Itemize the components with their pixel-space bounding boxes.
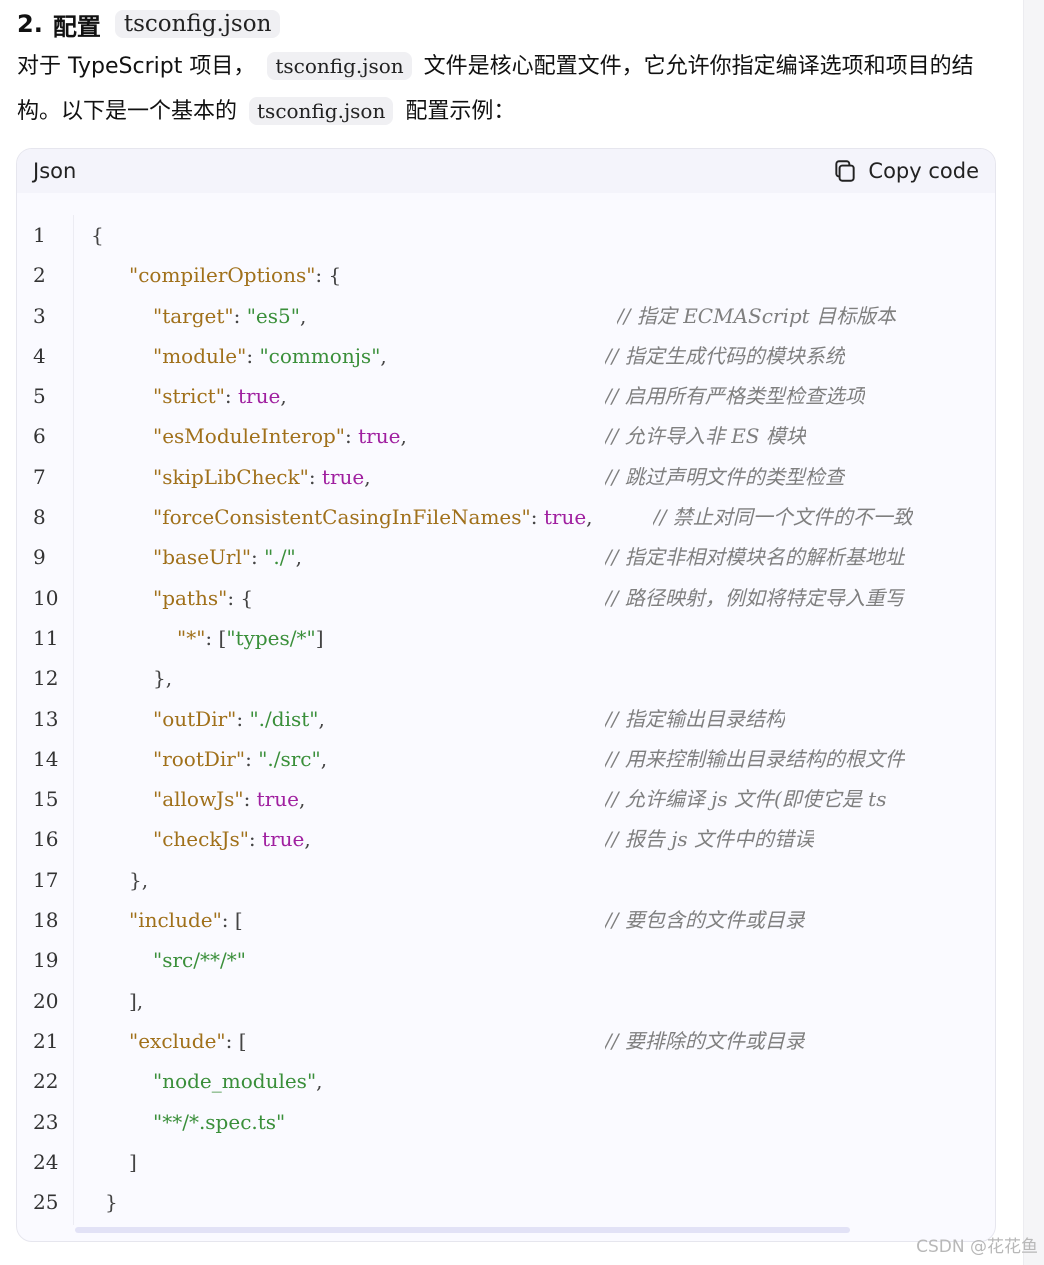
line-number: 24 [33,1149,59,1174]
code-line: 16"checkJs": true,// 报告 js 文件中的错误 [17,819,995,859]
code-line: 10"paths": {// 路径映射，例如将特定导入重写 [17,578,995,618]
code-comment: // 禁止对同一个文件的不一致 [653,505,913,530]
code-comment: // 路径映射，例如将特定导入重写 [605,585,905,610]
line-number: 1 [33,223,46,247]
code-line: 18"include": [// 要包含的文件或目录 [17,900,995,940]
line-number: 13 [33,706,59,731]
code-block: Json Copy code 1{ 2"compilerOptions": { … [16,148,996,1242]
code-line: 22"node_modules", [17,1061,995,1101]
code-comment: // 启用所有严格类型检查选项 [605,384,865,409]
heading-number: 2. [17,10,43,38]
line-number-gutter [17,215,74,1225]
code-line: 1{ [17,215,995,255]
heading-inline-code: tsconfig.json [114,10,281,38]
code-line: 15"allowJs": true,// 允许编译 js 文件(即使它是 ts [17,779,995,819]
code-comment: // 指定生成代码的模块系统 [605,343,845,368]
line-number: 19 [33,948,59,973]
code-language-label: Json [33,159,77,183]
line-number: 7 [33,464,46,489]
code-comment: // 允许编译 js 文件(即使它是 ts [605,787,887,812]
copy-icon [835,160,856,182]
code-comment: // 指定非相对模块名的解析基地址 [605,545,905,570]
horizontal-scrollbar[interactable] [75,1227,850,1233]
code-line: 3"target": "es5",// 指定 ECMAScript 目标版本 [17,296,995,336]
copy-code-button[interactable]: Copy code [832,158,979,184]
line-number: 18 [33,908,59,933]
page-right-margin [1023,0,1044,1265]
paragraph-inline-code-2: tsconfig.json [249,97,394,125]
line-number: 17 [33,867,59,892]
line-number: 14 [33,746,59,771]
code-line: 20], [17,981,995,1021]
code-line: 11"*": ["types/*"] [17,618,995,658]
code-line: 8"forceConsistentCasingInFileNames": tru… [17,497,995,537]
code-comment: // 要包含的文件或目录 [605,908,805,933]
line-number: 25 [33,1190,59,1215]
line-number: 6 [33,424,46,449]
line-number: 11 [33,625,59,650]
code-line: 13"outDir": "./dist",// 指定输出目录结构 [17,699,995,739]
code-line: 5"strict": true,// 启用所有严格类型检查选项 [17,376,995,416]
line-number: 21 [33,1028,59,1053]
code-line: 19"src/**/*" [17,940,995,980]
code-line: 21"exclude": [// 要排除的文件或目录 [17,1021,995,1061]
code-comment: // 指定输出目录结构 [605,706,785,731]
code-line: 9"baseUrl": "./",// 指定非相对模块名的解析基地址 [17,537,995,577]
line-number: 8 [33,505,46,530]
code-line: 2"compilerOptions": { [17,255,995,295]
line-number: 3 [33,303,46,328]
copy-code-label: Copy code [868,159,979,183]
code-line: 17}, [17,860,995,900]
code-line: 4"module": "commonjs",// 指定生成代码的模块系统 [17,336,995,376]
code-line: 7"skipLibCheck": true,// 跳过声明文件的类型检查 [17,457,995,497]
code-comment: // 要排除的文件或目录 [605,1028,805,1053]
line-number: 4 [33,343,46,368]
code-comment: // 指定 ECMAScript 目标版本 [617,303,897,328]
code-comment: // 允许导入非 ES 模块 [605,424,806,449]
code-comment: // 报告 js 文件中的错误 [605,827,815,852]
line-number: 15 [33,787,59,812]
code-comment: // 跳过声明文件的类型检查 [605,464,845,489]
line-number: 22 [33,1069,59,1094]
code-comment: // 用来控制输出目录结构的根文件 [605,746,905,771]
code-content: 1{ 2"compilerOptions": { 3"target": "es5… [17,215,995,1225]
paragraph-text-2: 文件是核心配置文件，它允许你指定编译选项和项目的结构。以下是一个基本的 [17,54,974,124]
code-line: 23"**/*.spec.ts" [17,1102,995,1142]
section-heading: 2. 配置 tsconfig.json [17,4,281,44]
paragraph-text-3: 配置示例： [405,99,516,124]
line-number: 5 [33,384,46,409]
code-line: 14"rootDir": "./src",// 用来控制输出目录结构的根文件 [17,739,995,779]
line-number: 16 [33,827,59,852]
line-number: 9 [33,545,46,570]
line-number: 2 [33,263,46,288]
paragraph-inline-code-1: tsconfig.json [267,52,412,80]
code-line: 12}, [17,658,995,698]
line-number: 10 [33,585,59,610]
heading-title: 配置 [52,12,101,41]
watermark: CSDN @花花鱼 [916,1237,1038,1257]
code-line: 24] [17,1142,995,1182]
paragraph-text-1: 对于 TypeScript 项目， [17,54,256,79]
code-line: 6"esModuleInterop": true,// 允许导入非 ES 模块 [17,416,995,456]
line-number: 20 [33,988,59,1013]
line-number: 12 [33,666,59,691]
code-line: 25} [17,1182,995,1222]
code-block-header: Json Copy code [17,149,995,193]
line-number: 23 [33,1109,59,1134]
